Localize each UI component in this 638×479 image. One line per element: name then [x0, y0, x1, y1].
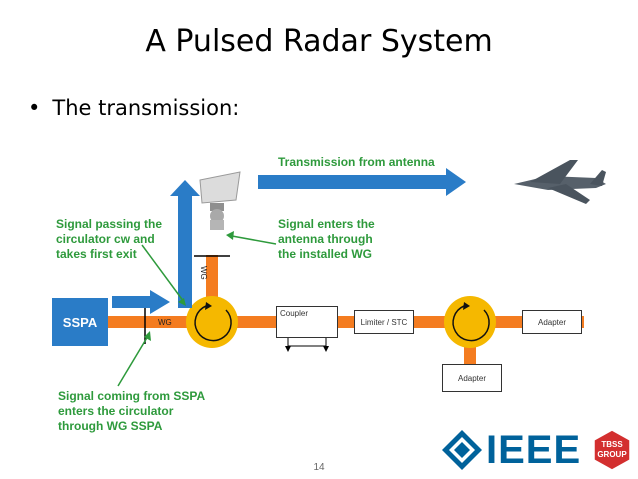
circulator-left-arrowhead — [205, 302, 212, 310]
arrow-sspa-to-circulator — [112, 290, 170, 314]
circulator-left — [186, 296, 238, 348]
label-antenna-line: the installed WG — [278, 247, 373, 261]
annotation-arrow-antenna — [231, 235, 277, 245]
label-circulator-line: Signal passing the — [56, 217, 163, 231]
label-circulator-line: takes first exit — [56, 247, 137, 261]
circulator-right — [444, 296, 496, 348]
coupler-bracket-icon — [287, 330, 327, 347]
circulator-right-arrow-icon — [452, 305, 490, 342]
slide-title: A Pulsed Radar System — [145, 24, 493, 59]
aircraft-icon — [514, 160, 606, 204]
sspa-block: SSPA — [52, 298, 108, 346]
transmission-label: Transmission from antenna — [278, 155, 435, 169]
bullet-dot: • — [28, 96, 41, 120]
page-number: 14 — [313, 462, 325, 473]
antenna-icon — [199, 171, 241, 230]
tbss-logo-text: TBSS GROUP — [594, 440, 630, 460]
label-sspa-line: through WG SSPA — [58, 419, 163, 433]
tbss-hex-icon — [593, 429, 631, 471]
annotation-arrowhead-circulator — [178, 298, 186, 306]
annotation-arrowhead-antenna — [226, 231, 234, 240]
arrow-upward — [170, 180, 200, 308]
wg-label-horizontal: WG — [158, 318, 172, 327]
label-antenna: Signal enters the antenna through the in… — [278, 217, 375, 262]
annotation-arrow-circulator — [141, 244, 185, 303]
ieee-diamond-icon — [442, 430, 482, 470]
annotation-arrow-sspa — [117, 335, 149, 387]
circulator-left-arrow-icon — [194, 305, 232, 342]
waveguide-line — [108, 316, 584, 328]
ieee-logo-text: IEEE — [486, 428, 582, 472]
label-sspa-line: Signal coming from SSPA — [58, 389, 206, 403]
coupler-label: Coupler — [280, 309, 309, 318]
tbss-logo-line: GROUP — [597, 450, 627, 459]
adapter-bottom-block: Adapter — [442, 364, 502, 392]
wg-label-vertical: WG — [199, 266, 208, 280]
limiter-block: Limiter / STC — [354, 310, 414, 334]
adapter-right-block: Adapter — [522, 310, 582, 334]
annotation-arrowhead-sspa — [144, 331, 151, 341]
label-antenna-line: Signal enters the — [278, 217, 375, 231]
coupler-arrow-right — [323, 346, 329, 352]
tbss-logo-line: TBSS — [601, 440, 623, 449]
arrow-transmission — [258, 168, 466, 196]
label-circulator-line: circulator cw and — [56, 232, 155, 246]
bullet-item: • The transmission: — [28, 96, 239, 120]
coupler-block: Coupler — [276, 306, 338, 338]
label-sspa: Signal coming from SSPA enters the circu… — [58, 389, 205, 434]
bullet-text: The transmission: — [52, 96, 240, 120]
label-circulator: Signal passing the circulator cw and tak… — [56, 217, 162, 262]
circulator-right-arrowhead — [463, 302, 470, 310]
coupler-arrow-left — [285, 346, 291, 352]
label-sspa-line: enters the circulator — [58, 404, 174, 418]
label-antenna-line: antenna through — [278, 232, 373, 246]
